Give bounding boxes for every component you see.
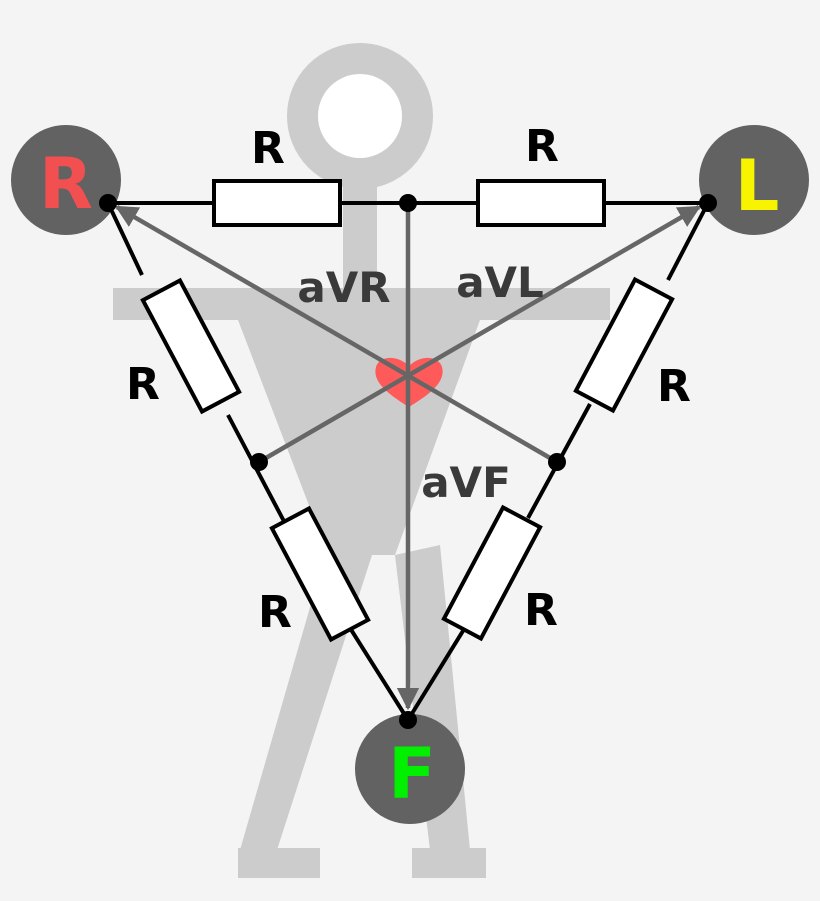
lead-lines [115, 203, 701, 711]
resistor-label-right-lower: R [524, 585, 558, 636]
electrode-right-letter: R [39, 143, 93, 225]
electrode-left [699, 125, 809, 235]
electrode-left-letter: L [735, 145, 780, 227]
junction-left-arm [699, 194, 717, 212]
resistor-right-upper [573, 276, 675, 414]
lead-label-avl: aVL [456, 258, 544, 307]
junction-foot [399, 711, 417, 729]
resistor-label-left-lower: R [258, 587, 292, 638]
resistor-top-right [476, 179, 606, 227]
lead-label-avf: aVF [421, 458, 511, 507]
junction-dots [99, 194, 717, 729]
junction-right-mid [548, 453, 566, 471]
electrode-foot [355, 714, 465, 824]
junction-top-mid [399, 194, 417, 212]
circuit-wires [106, 201, 710, 722]
junction-right-arm [99, 194, 117, 212]
resistors [140, 179, 675, 643]
right-foot [412, 848, 486, 878]
left-foot [238, 848, 320, 878]
electrode-foot-letter: F [388, 733, 436, 815]
resistor-right-lower [441, 504, 543, 642]
avr-lead-arrow [115, 205, 559, 464]
resistor-label-right-upper: R [657, 361, 691, 412]
resistor-top-left [212, 179, 342, 227]
resistor-left-upper [140, 277, 242, 415]
resistor-label-top-right: R [525, 121, 559, 172]
neck [343, 172, 377, 290]
avl-lead-arrow [257, 205, 701, 464]
electrode-right [11, 125, 121, 235]
resistor-label-left-upper: R [126, 359, 160, 410]
resistor-left-lower [269, 505, 371, 643]
junction-left-mid [250, 453, 268, 471]
head-face [318, 74, 402, 158]
resistor-label-top-left: R [251, 123, 285, 174]
lead-label-avr: aVR [297, 263, 390, 312]
